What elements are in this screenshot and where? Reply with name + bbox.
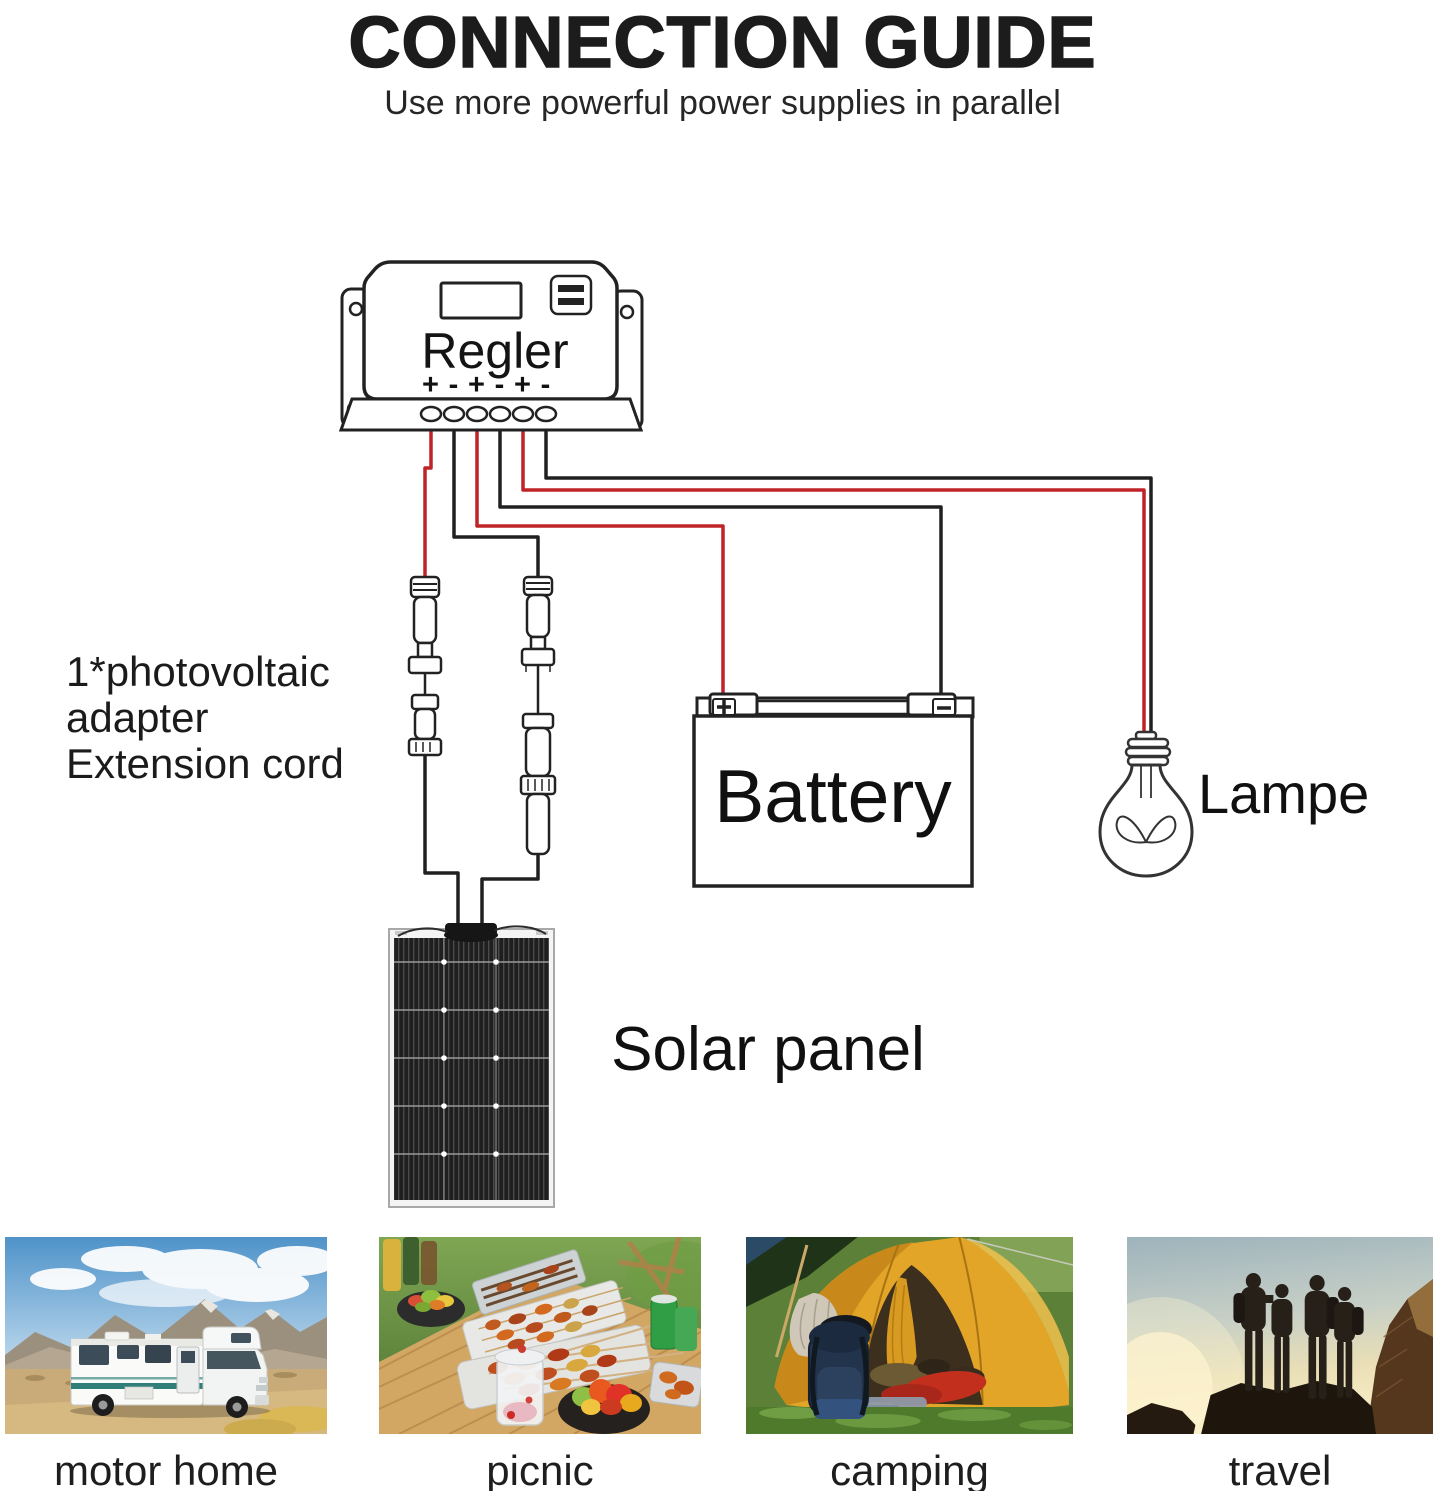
panel-solder-dots [441, 959, 499, 1157]
skewer-tray-1 [462, 1280, 632, 1365]
battery-body [692, 714, 974, 888]
caption-picnic: picnic [486, 1447, 594, 1491]
backpack [807, 1315, 872, 1419]
caption-camping: camping [830, 1447, 989, 1491]
lamp-label: Lampe [1198, 762, 1370, 825]
clouds [30, 1246, 327, 1307]
photo-camping [746, 1237, 1073, 1434]
solar-panel-device [388, 923, 555, 1208]
terminal-sign: - [448, 369, 459, 401]
hiking-pole [774, 1244, 809, 1358]
solar-panel-label: Solar panel [611, 1015, 925, 1084]
battery-device [692, 692, 975, 888]
rv-vehicle [70, 1326, 269, 1418]
foil-tray [649, 1361, 701, 1408]
adapter-note-line: Extension cord [66, 740, 344, 788]
wire-adapter1-to-panel [423, 754, 460, 931]
fruit-bowl [558, 1379, 650, 1434]
panel-top-cables [397, 925, 547, 937]
wire-adapter2-to-panel [480, 854, 540, 931]
salad-bowl [397, 1290, 465, 1327]
adapter-note-line: 1*photovoltaic [66, 648, 330, 695]
page-title: CONNECTION GUIDE [348, 2, 1097, 84]
wire-battery-positive [475, 418, 725, 700]
lcd-display [439, 281, 523, 320]
terminal-sign: + [514, 369, 531, 401]
grill-tray [471, 1249, 587, 1315]
terminal-sign: - [540, 369, 551, 401]
rock-mound [1201, 1381, 1376, 1434]
wire-lamp-positive [521, 418, 1146, 737]
wire-solar-positive [423, 418, 433, 578]
terminal-sign: + [468, 369, 485, 401]
page-subtitle: Use more powerful power supplies in para… [384, 84, 1061, 122]
wire-solar-negative [452, 418, 540, 578]
drink-cans [650, 1294, 697, 1351]
photo-travel [1127, 1237, 1433, 1434]
wire-battery-negative [498, 418, 943, 700]
mc4-connector-pair-1 [407, 575, 443, 757]
wires [423, 418, 1153, 931]
drink-cup [494, 1345, 546, 1426]
adapter-note-line: adapter [66, 694, 209, 742]
battery-handle [755, 699, 910, 716]
wire-lamp-negative [544, 418, 1153, 737]
photo-motor-home [5, 1237, 327, 1434]
caption-motor-home: motor home [53, 1447, 279, 1491]
rock-outcrop [1366, 1279, 1433, 1434]
screw-hole-icon [348, 301, 364, 317]
caption-travel: travel [1228, 1447, 1332, 1491]
plus-sign-icon [717, 700, 731, 714]
controller-terminal-signs: + - + - + - [419, 369, 557, 402]
controller-label: Regler [421, 323, 569, 379]
terminal-sign: + [422, 369, 439, 401]
camp-chair [618, 1237, 685, 1299]
bottles [383, 1237, 437, 1291]
photo-picnic [379, 1237, 701, 1434]
mc4-connector-pair-2 [519, 575, 557, 856]
usb-ports-icon [549, 274, 593, 316]
battery-label: Battery [714, 754, 952, 838]
screw-hole-icon [619, 304, 635, 320]
light-bulb-icon [1098, 730, 1194, 878]
hikers-silhouettes [1233, 1273, 1364, 1399]
terminal-sign: - [494, 369, 505, 401]
charge-controller [338, 260, 644, 432]
controller-terminals [419, 405, 558, 423]
adapter-note: 1*photovoltaic adapter Extension cord [66, 648, 344, 788]
